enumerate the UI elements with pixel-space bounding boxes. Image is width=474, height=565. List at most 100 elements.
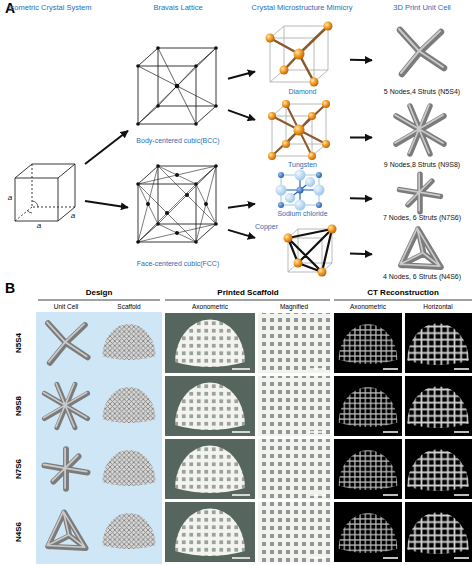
sodium-chloride-structure: [295, 170, 306, 181]
sodium-chloride-structure: [305, 177, 315, 187]
scaffold-row: [334, 439, 402, 499]
tungsten-structure: [294, 125, 305, 136]
diamond-structure: [266, 22, 333, 87]
sodium-chloride-structure: [314, 185, 325, 196]
scaffold-row: [454, 494, 469, 496]
header-rule: [38, 300, 160, 301]
crystal-figure: Diamond: [255, 18, 350, 100]
edge-length: a: [5, 194, 15, 203]
copper-structure: [288, 229, 332, 272]
unit-cell-caption: 5 Nodes,4 Struts (N5S4): [372, 88, 472, 96]
crystal-caption: Copper: [255, 223, 289, 231]
sodium-chloride-structure: [278, 172, 284, 178]
flow-arrow: [228, 72, 255, 79]
scaffold-row: [405, 376, 472, 436]
bcc-lattice-point: [136, 46, 218, 126]
fcc-lattice-point: [136, 182, 140, 186]
scaffold-row: [232, 431, 250, 433]
row-label: N9S8: [15, 376, 25, 436]
column-header: Isometric Crystal System: [0, 4, 100, 12]
header-rule: [38, 300, 472, 301]
flow-arrow: [350, 136, 372, 138]
sodium-chloride-structure: [276, 185, 287, 196]
scaffold-row: [405, 313, 472, 373]
scaffold-row: [334, 502, 402, 562]
scaffold-row: [47, 502, 472, 562]
scaffold-row: [232, 557, 250, 559]
scaffold-row: [405, 502, 472, 562]
scaffold-row: [310, 368, 326, 370]
flow-arrow: [228, 110, 255, 120]
scaffold-row: [454, 557, 469, 559]
bcc-lattice-point: [156, 46, 160, 50]
tungsten-structure: [268, 100, 330, 160]
column-header: Design: [44, 289, 154, 298]
sodium-chloride-structure: [316, 202, 322, 208]
diamond-structure: [310, 78, 319, 87]
scaffold-row: [258, 439, 330, 499]
scaffold-row: [454, 368, 469, 370]
unit-cell-model: [399, 29, 444, 74]
scaffold-row: [175, 383, 245, 431]
crystal-figure: Sodium chloride: [255, 172, 350, 222]
scaffold-row: [334, 313, 402, 373]
crystal-figure: Copper: [255, 222, 350, 282]
fcc-lattice-point: [146, 202, 150, 206]
column-subheader: Scaffold: [99, 303, 159, 310]
fcc-lattice: [138, 166, 216, 242]
sodium-chloride-structure: [316, 172, 322, 178]
flow-arrow: [350, 197, 372, 200]
fcc-lattice-point: [185, 193, 189, 197]
scaffold-row: [165, 313, 255, 373]
unit-cell-figure: 9 Nodes,8 Struts (N9S8): [372, 103, 472, 173]
copper-structure: [294, 259, 303, 268]
scaffold-row: [339, 450, 398, 490]
scaffold-row: [383, 368, 398, 370]
scaffold-row: [407, 386, 469, 428]
sodium-chloride-structure: [278, 202, 284, 208]
scaffold-row: [175, 446, 245, 494]
flow-arrow: [350, 253, 372, 256]
bcc-lattice: [138, 48, 216, 124]
diamond-structure: [270, 26, 328, 82]
isometric-cube: [15, 164, 75, 221]
unit-cell-model: [395, 105, 444, 154]
isometric-cube: [15, 164, 75, 221]
unit-cell-caption: 4 Nodes, 6 Struts (N4S6): [372, 273, 472, 281]
unit-cell-model: [399, 173, 441, 211]
scaffold-row: [310, 431, 326, 433]
isometric-cube: [15, 178, 58, 221]
column-subheader: Axonometric: [335, 303, 401, 310]
scaffold-row: [44, 376, 473, 436]
scaffold-row: [44, 384, 88, 428]
scaffold-row: [47, 313, 472, 373]
scaffold-row: [47, 322, 88, 363]
copper-structure: [318, 268, 327, 277]
unit-cell-caption: 9 Nodes,8 Struts (N9S8): [372, 161, 472, 169]
crystal-caption: Sodium chloride: [255, 210, 350, 218]
lattice-caption: Face-centered cubic(FCC): [128, 260, 228, 268]
fcc-lattice-point: [214, 222, 218, 226]
diamond-structure: [324, 22, 333, 31]
flow-arrow: [350, 59, 372, 61]
unit-cell-caption: 7 Nodes, 6 Struts (N7S6): [372, 214, 472, 222]
column-subheader: Magnified: [259, 303, 329, 310]
bcc-lattice-point: [194, 64, 198, 68]
fcc-lattice-point: [156, 164, 160, 168]
panel-letter: B: [2, 281, 18, 296]
scaffold-row: [407, 512, 469, 554]
lattice-caption: Body-centered cubic(BCC): [128, 137, 228, 145]
scaffold-row: [102, 387, 155, 423]
connector-group: [85, 60, 372, 255]
copper-structure: [284, 234, 293, 243]
header-rule: [334, 300, 472, 301]
diamond-structure: [266, 34, 275, 43]
sodium-chloride-structure: [276, 170, 325, 211]
column-header: 3D Print Unit Cell: [374, 4, 470, 12]
scaffold-row: [334, 376, 402, 436]
column-header: CT Reconstruction: [338, 289, 468, 298]
flow-arrow: [85, 131, 128, 164]
unit-cell-model: [400, 228, 441, 267]
sodium-chloride-structure: [285, 193, 295, 203]
diamond-structure: [270, 26, 328, 82]
